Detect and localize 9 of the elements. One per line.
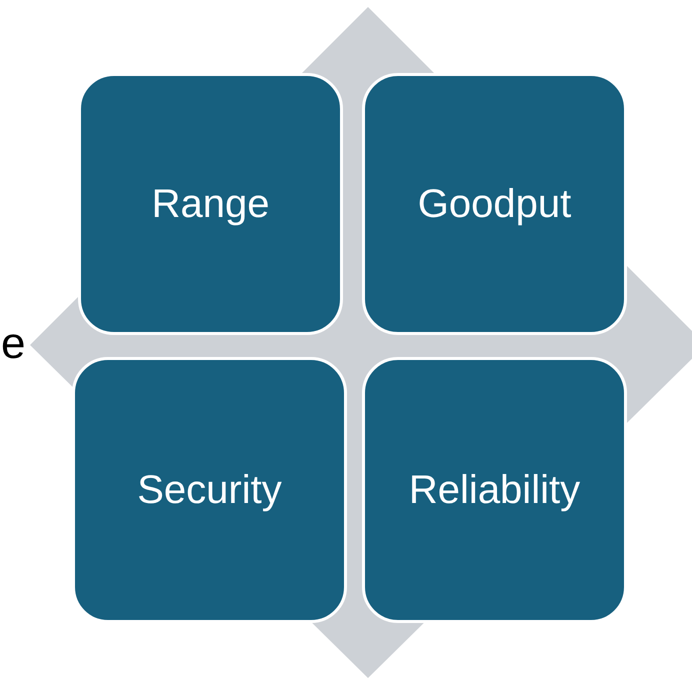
- box-label: Goodput: [418, 182, 572, 226]
- rounded-box: [362, 73, 627, 335]
- box-label: Security: [137, 468, 282, 512]
- rounded-box: [362, 357, 627, 623]
- rounded-box: [72, 357, 347, 623]
- rounded-box: [78, 73, 343, 335]
- box-label: Reliability: [408, 468, 580, 512]
- box-label: Range: [152, 182, 270, 226]
- text-fragment: e: [1, 322, 26, 366]
